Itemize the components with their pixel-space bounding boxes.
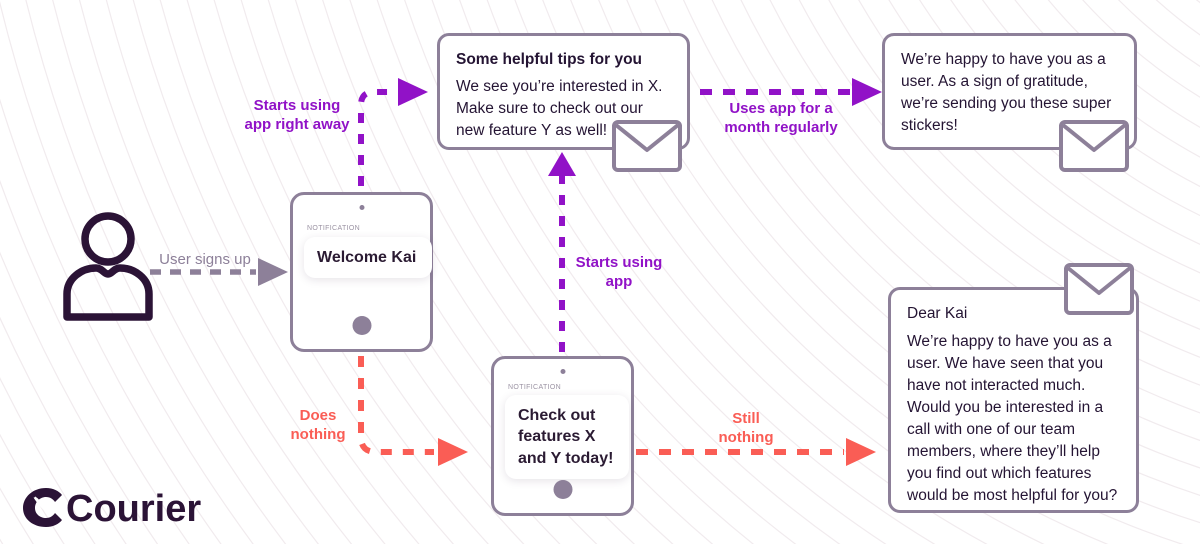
transition-label-user-signs-up: User signs up xyxy=(159,251,251,268)
phone-speaker-dot xyxy=(560,369,565,374)
envelope-icon xyxy=(612,120,682,172)
envelope-icon xyxy=(1064,263,1134,315)
phone-home-button[interactable] xyxy=(352,316,371,335)
brand-wordmark: Courier xyxy=(66,488,201,528)
email-card-reengage-body: We’re happy to have you as a user. We ha… xyxy=(907,333,1118,504)
notification-card-welcome[interactable]: Welcome Kai xyxy=(304,237,432,279)
email-card-tips[interactable]: Some helpful tips for you We see you’re … xyxy=(437,33,690,150)
transition-label-does-nothing: Does nothing xyxy=(290,407,346,444)
notification-card-features[interactable]: Check out features X and Y today! xyxy=(505,395,629,479)
phone-welcome: NOTIFICATION Welcome Kai xyxy=(290,192,433,352)
transition-label-still-nothing: Still nothing xyxy=(718,410,774,447)
envelope-icon xyxy=(1059,120,1129,172)
phone-home-button[interactable] xyxy=(553,480,572,499)
email-card-tips-body: We see you’re interested in X. Make sure… xyxy=(456,78,663,139)
notification-label: NOTIFICATION xyxy=(508,384,562,391)
user-avatar-icon xyxy=(63,212,153,321)
transition-label-starts-using-app-right-away: Starts using app right away xyxy=(244,97,350,134)
courier-logo: Courier xyxy=(22,486,202,533)
phone-features: NOTIFICATION Check out features X and Y … xyxy=(491,356,634,516)
email-card-reengage-salutation: Dear Kai xyxy=(907,305,968,322)
email-card-tips-title: Some helpful tips for you xyxy=(456,51,643,68)
transition-label-uses-app-for-a-month: Uses app for a month regularly xyxy=(724,100,838,137)
email-card-reengage[interactable]: Dear Kai We’re happy to have you as a us… xyxy=(888,287,1139,513)
email-card-stickers-body: We’re happy to have you as a user. As a … xyxy=(901,51,1112,134)
transition-label-starts-using-app: Starts using app xyxy=(575,254,663,291)
notification-label: NOTIFICATION xyxy=(307,225,361,232)
courier-bird-logo: Courier xyxy=(23,488,201,530)
phone-speaker-dot xyxy=(359,205,364,210)
